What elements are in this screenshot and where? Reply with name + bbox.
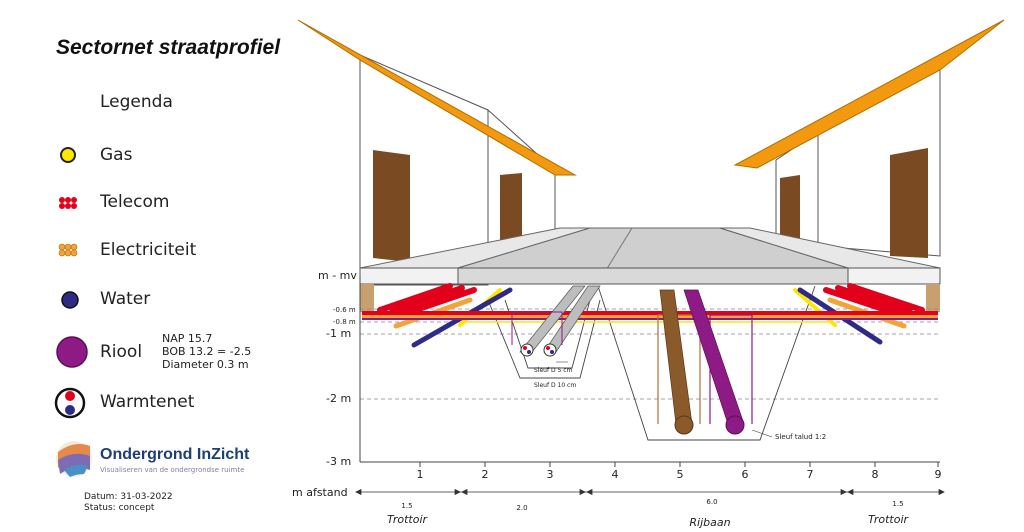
- segment-name-1: Trottoir: [387, 513, 429, 526]
- segment-name-4: Trottoir: [868, 513, 910, 526]
- sidewalk-left-front: [359, 267, 459, 285]
- x-tick-3: 3: [547, 468, 554, 481]
- x-tick-5: 5: [677, 468, 684, 481]
- meta-status: Status: concept: [84, 503, 155, 513]
- depth-label-3: -3 m: [326, 455, 351, 468]
- electricity-icon: [58, 243, 78, 257]
- x-axis: 1 2 3 4 5 6 7 8 9: [417, 462, 942, 481]
- segment-width-2: 2.0: [516, 504, 527, 512]
- x-tick-7: 7: [807, 468, 814, 481]
- x-tick-4: 4: [612, 468, 619, 481]
- trench-label-d10: Sleuf D 10 cm: [534, 382, 576, 389]
- x-tick-9: 9: [935, 468, 942, 481]
- logo-name: Ondergrond InZicht: [100, 446, 250, 463]
- document-meta: Datum: 31-03-2022 Status: concept: [84, 492, 173, 514]
- depth-label-1: -1 m: [326, 327, 351, 340]
- x-tick-6: 6: [742, 468, 749, 481]
- riool-pipes: [657, 289, 753, 435]
- legend-item-riool: Riool: [100, 342, 143, 362]
- meta-date: Datum: 31-03-2022: [84, 492, 173, 502]
- cable-bundle: [362, 311, 938, 323]
- depth-label-mv: m - mv: [318, 269, 357, 282]
- door-right-2: [780, 175, 800, 240]
- depth-label-2: -2 m: [326, 392, 351, 405]
- house-left: [297, 19, 577, 286]
- street-surface: [359, 227, 941, 312]
- depth-label-08: -0.8 m: [333, 318, 356, 326]
- x-axis-label: m afstand: [292, 486, 348, 499]
- riool-info-bob: BOB 13.2 = -2.5: [162, 345, 252, 358]
- roof-right: [733, 19, 1005, 169]
- x-tick-1: 1: [417, 468, 424, 481]
- logo-tagline: Visualiseren van de ondergrondse ruimte: [100, 466, 245, 474]
- logo-icon: [56, 441, 92, 477]
- x-tick-8: 8: [872, 468, 879, 481]
- trench-label-talud: Sleuf talud 1:2: [775, 433, 826, 441]
- segment-arrows: [355, 488, 945, 496]
- legend-symbols: [54, 147, 88, 419]
- legend-heading: Legenda: [100, 92, 173, 112]
- legend-item-gas: Gas: [100, 145, 133, 165]
- segment-width-3: 6.0: [706, 498, 717, 506]
- gas-icon: [60, 147, 76, 163]
- legend-item-water: Water: [100, 289, 151, 309]
- page-title: Sectornet straatprofiel: [56, 36, 281, 59]
- warmtenet-pipes: [511, 285, 601, 357]
- sidewalk-right-front: [847, 267, 941, 285]
- door-left-2: [500, 173, 522, 242]
- segment-width-1: 1.5: [401, 502, 412, 510]
- door-left-1: [373, 150, 410, 262]
- road-front: [457, 267, 849, 285]
- x-tick-2: 2: [482, 468, 489, 481]
- trenches: [487, 285, 816, 441]
- riool-info-diameter: Diameter 0.3 m: [162, 358, 249, 371]
- water-icon: [61, 291, 79, 309]
- warmtenet-icon: [54, 387, 86, 419]
- house-right: [733, 19, 1005, 258]
- segment-labels: 1.5 Trottoir 2.0 6.0 Rijbaan 1.5 Trottoi…: [387, 498, 910, 529]
- legend-item-telecom: Telecom: [100, 192, 170, 212]
- door-right-1: [890, 148, 928, 258]
- trench-labels: Sleuf D 5 cm Sleuf D 10 cm Sleuf talud 1…: [534, 361, 826, 441]
- trench-label-d5: Sleuf D 5 cm: [534, 367, 573, 374]
- segment-name-3: Rijbaan: [689, 516, 730, 529]
- riool-icon: [56, 336, 88, 368]
- riool-info: NAP 15.7 BOB 13.2 = -2.5 Diameter 0.3 m: [162, 332, 251, 371]
- depth-labels: m - mv -0.6 m -0.8 m -1 m -2 m -3 m: [318, 269, 357, 468]
- riool-info-nap: NAP 15.7: [162, 332, 213, 345]
- foundation-left: [360, 284, 374, 312]
- legend-item-electricity: Electriciteit: [100, 240, 197, 260]
- telecom-icon: [59, 197, 77, 209]
- segment-width-4: 1.5: [892, 500, 903, 508]
- foundation-right: [926, 284, 940, 312]
- depth-label-06: -0.6 m: [333, 306, 356, 314]
- roof-left: [297, 19, 577, 176]
- legend-item-warmtenet: Warmtenet: [100, 392, 195, 412]
